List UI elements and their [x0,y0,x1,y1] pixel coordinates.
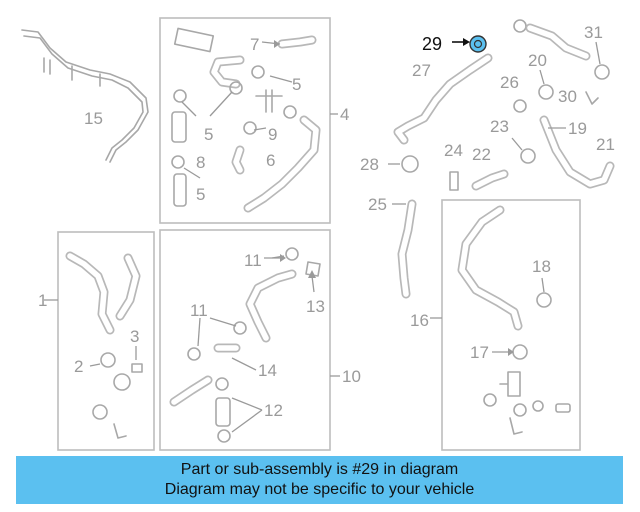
part-23-clamp [511,137,536,164]
banner-line-2: Diagram may not be specific to your vehi… [164,481,475,498]
part-20-seal [538,69,554,100]
arrow-11a [280,254,286,262]
part-27-hose [393,53,493,145]
callout-7: 7 [250,35,259,54]
callout-11b: 11 [190,301,208,320]
callout-16: 16 [410,311,429,330]
part-28-clamp [388,155,419,173]
part-18-clamp [536,277,552,308]
part-hose-box4-small [209,55,245,89]
callout-12: 12 [264,401,283,420]
part-15-pipe [21,29,149,163]
part-30-clip [585,91,599,105]
callout-25: 25 [368,195,387,214]
part-19-pipe [539,115,615,189]
group-box-16 [441,199,581,451]
arrow-7 [274,40,280,48]
callout-4: 4 [340,105,349,124]
group-box-1 [57,231,155,451]
callout-29: 29 [422,34,442,54]
callout-5c: 5 [196,185,205,204]
callout-3: 3 [130,327,139,346]
part-24-bracket [449,171,459,191]
callout-18: 18 [532,257,551,276]
callout-20: 20 [528,51,547,70]
callout-22: 22 [472,145,491,164]
part-gasket-box4 [173,27,215,53]
callout-1: 1 [38,291,47,310]
callout-23: 23 [490,117,509,136]
callout-8: 8 [196,153,205,172]
callout-13: 13 [306,297,325,316]
callout-19: 19 [568,119,587,138]
callout-28: 28 [360,155,379,174]
part-29-clamp-highlight [452,35,487,53]
callout-17: 17 [470,343,489,362]
part-22-hose [471,169,509,191]
callout-10: 10 [342,367,361,386]
part-1-hose-assembly [65,251,143,439]
group-box-10 [159,229,331,451]
part-31-clamps-hose [513,19,610,80]
part-10-hoses [169,247,321,443]
group-box-4 [159,17,331,224]
part-6-hose [231,145,245,175]
leader-2 [89,363,101,367]
part-25-hose [392,199,417,299]
part-16-fittings [483,371,571,435]
callout-9: 9 [268,125,277,144]
info-banner: Part or sub-assembly is #29 in diagram D… [16,456,623,504]
part-long-hose-box4 [243,115,321,213]
callout-27: 27 [412,61,431,80]
callout-2: 2 [74,357,83,376]
callout-30: 30 [558,87,577,106]
part-7-elbow [277,35,317,49]
callout-6: 6 [266,151,275,170]
part-9-tee [255,89,283,113]
callout-5b: 5 [204,125,213,144]
banner-line-1: Part or sub-assembly is #29 in diagram [180,461,459,478]
callout-11a: 11 [244,251,262,270]
part-17-fitting [492,344,528,360]
part-26-oring [513,99,527,113]
callout-14: 14 [258,361,277,380]
arrow-13 [308,270,316,278]
part-16-hose [430,205,523,331]
callout-5a: 5 [292,75,301,94]
callout-21: 21 [596,135,615,154]
callout-24: 24 [444,141,463,160]
callout-26: 26 [500,73,519,92]
callout-31: 31 [584,23,603,42]
callout-15: 15 [84,109,103,128]
part-valve-box4 [171,111,187,207]
clamps-box4 [171,65,297,169]
